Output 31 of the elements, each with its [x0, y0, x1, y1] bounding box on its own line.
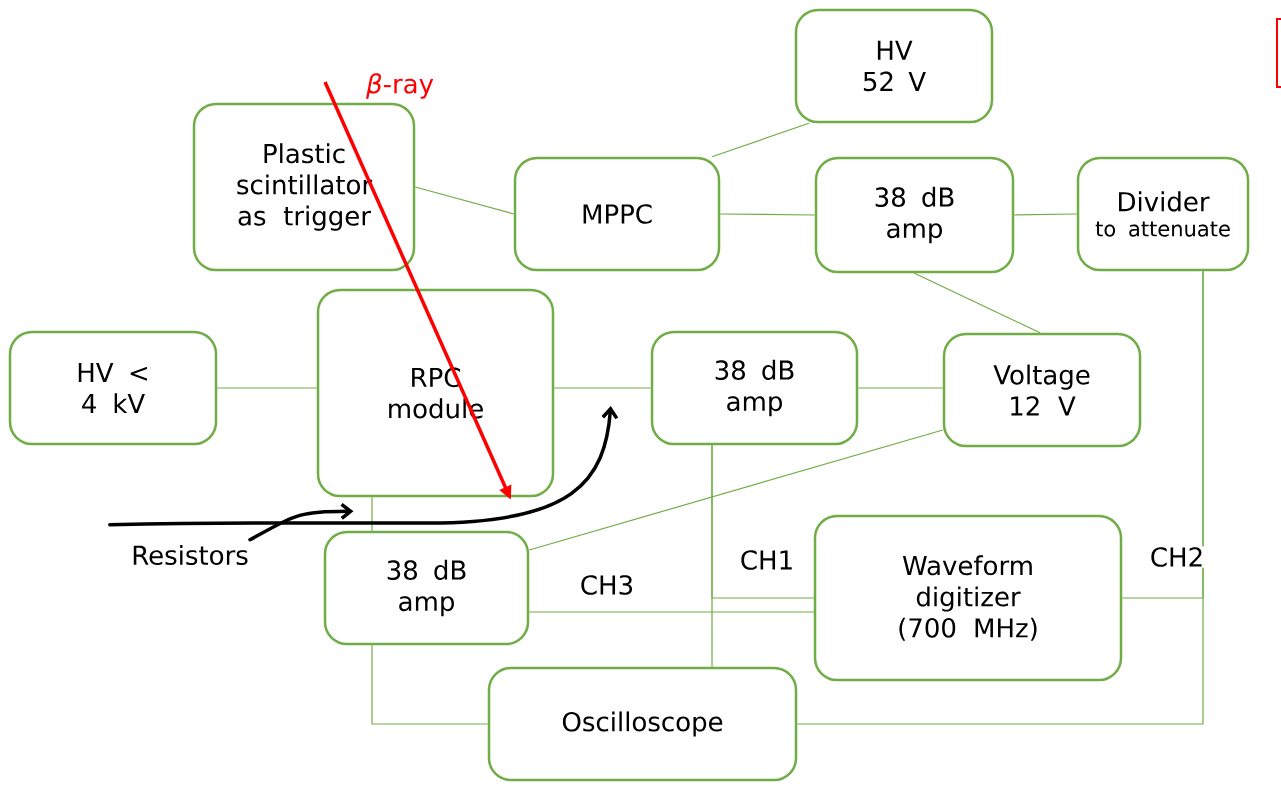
- process-box: Waveform digitizer (700 MHz): [813, 514, 1123, 682]
- connector-line: [711, 122, 810, 158]
- process-box: MPPC: [513, 156, 721, 272]
- connector-line: [913, 272, 1041, 334]
- connector-line: [414, 186, 515, 215]
- connector-line: [553, 387, 652, 389]
- arrow: [248, 503, 354, 542]
- connector-line: [216, 387, 318, 389]
- process-box: 38 dB amp: [323, 530, 530, 646]
- edge-label: CH3: [578, 574, 636, 596]
- connector-line: [796, 270, 1204, 725]
- process-box: 38 dB amp: [650, 330, 859, 446]
- ray-label: β-ray: [366, 73, 434, 99]
- edge-label: CH2: [1148, 546, 1206, 568]
- arrow: [108, 406, 619, 527]
- process-box: HV 52 V: [794, 8, 994, 124]
- connector-line: [528, 429, 944, 551]
- connector-line: [528, 611, 815, 613]
- process-box: Oscilloscope: [487, 666, 798, 782]
- process-box: HV < 4 kV: [8, 330, 218, 446]
- connector-line: [371, 496, 373, 532]
- connector-line: [371, 644, 489, 725]
- connector-line: [711, 444, 713, 668]
- edge-label: CH1: [738, 549, 796, 571]
- callout-text: Resistors: [133, 544, 248, 566]
- connector-line: [719, 213, 816, 216]
- process-box: Voltage 12 V: [942, 332, 1142, 448]
- process-box: Divider to attenuate: [1076, 156, 1250, 272]
- connector-line: [1013, 213, 1078, 216]
- connector-line: [857, 387, 944, 389]
- process-box: 38 dB amp: [814, 156, 1015, 274]
